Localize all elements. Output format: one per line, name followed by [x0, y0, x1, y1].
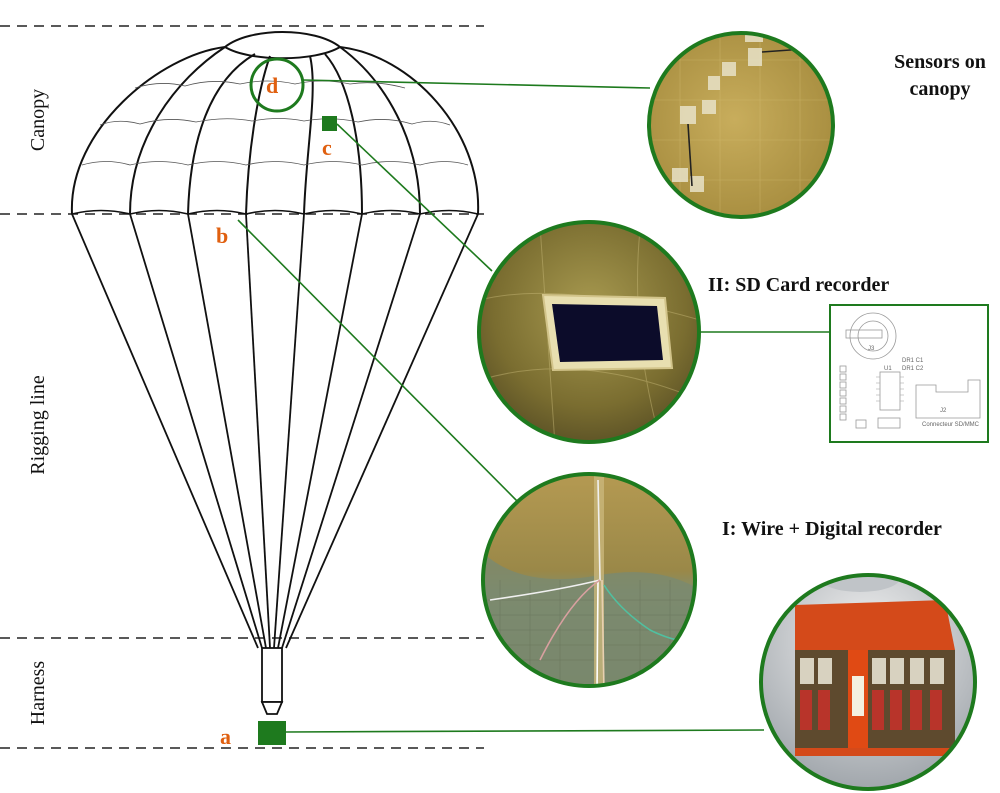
pcb-label-j3: J3	[868, 346, 875, 352]
connector-d-sensors	[302, 79, 651, 89]
pcb-label-r1: DR1 C1	[902, 358, 924, 364]
pcb-battery-holder	[849, 312, 897, 360]
zone-label-canopy: Canopy	[27, 89, 49, 151]
canopy-outline	[70, 31, 480, 215]
pcb-sd-connector	[915, 379, 981, 419]
zone-label-harness: Harness	[27, 661, 49, 726]
connector-c-sd	[336, 123, 493, 272]
marker-c-square	[322, 116, 337, 131]
pcb-label-connector: Connecteur SD/MMC	[922, 422, 980, 428]
pcb-label-r2: DR1 C2	[902, 366, 924, 372]
marker-d-circle	[249, 57, 305, 113]
rigging-lines	[71, 213, 479, 649]
pcb-header-pins	[839, 365, 847, 421]
canopy-gores	[129, 46, 421, 215]
canopy-seams	[81, 80, 469, 166]
photo-sd-card-recorder	[477, 220, 701, 444]
marker-a-square	[258, 721, 286, 745]
sd-pocket	[552, 304, 663, 362]
sensor-wire-2	[687, 123, 693, 187]
connector-lines	[237, 79, 830, 733]
caption-sd-card-recorder: II: SD Card recorder	[708, 274, 889, 296]
photo-wire-at-skirt	[481, 472, 697, 688]
connector-a-recorder	[285, 729, 765, 733]
connector-b-wire	[237, 219, 521, 505]
zone-separators	[0, 25, 484, 749]
point-label-a: a	[220, 724, 231, 749]
caption-sensors-on-canopy-1: Sensors on	[894, 51, 986, 73]
point-label-d: d	[266, 73, 278, 98]
pcb-label-j2: J2	[940, 408, 947, 414]
point-label-b: b	[216, 223, 228, 248]
pcb-chip-u1	[879, 371, 901, 411]
pcb-schematic: U1 J2 J3 DR1 C1 DR1 C2 Connecteur SD/MMC	[829, 304, 989, 443]
caption-sensors-on-canopy-2: canopy	[909, 78, 970, 100]
canopy-apex	[224, 46, 341, 60]
canopy-scallops	[71, 209, 479, 215]
harness-connector	[260, 701, 284, 715]
harness	[260, 647, 284, 715]
photo-sensors-on-canopy	[647, 31, 835, 219]
zone-label-rigging: Rigging line	[27, 375, 49, 475]
harness-riser	[261, 647, 283, 703]
canopy	[70, 31, 480, 215]
pcb-label-u1: U1	[884, 366, 892, 372]
caption-wire-digital-recorder: I: Wire + Digital recorder	[722, 518, 942, 540]
recorder-box-top	[795, 600, 955, 655]
point-label-c: c	[322, 135, 332, 160]
photo-digital-recorder	[759, 573, 977, 791]
